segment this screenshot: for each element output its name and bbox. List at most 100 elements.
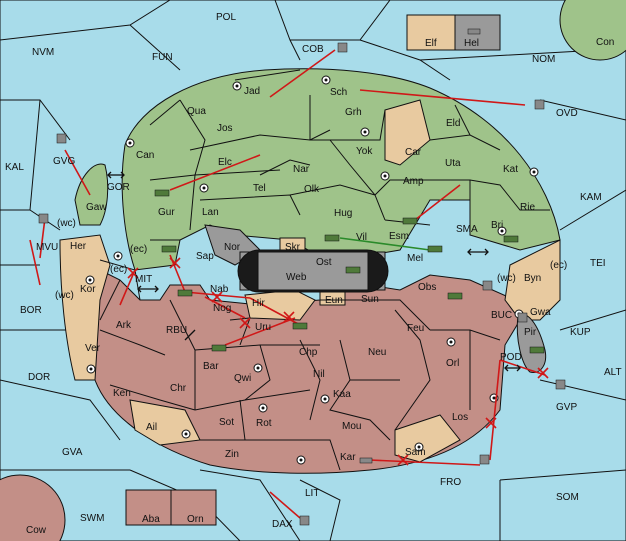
order-arrow — [269, 49, 336, 98]
byn-gwa-coast[interactable] — [504, 239, 561, 321]
cut-mark — [127, 257, 549, 466]
label-amp: Amp — [403, 176, 424, 187]
sc-marker — [258, 403, 268, 413]
label-gvg: GVG — [53, 156, 75, 167]
label-tel: Tel — [253, 183, 266, 194]
label-lit: LIT — [305, 488, 319, 499]
label-zin: Zin — [225, 449, 239, 460]
orders — [29, 49, 549, 519]
sc-marker — [86, 364, 96, 374]
label-sam: Sam — [405, 447, 426, 458]
sam-region[interactable] — [394, 414, 461, 463]
label-nil: Nil — [313, 369, 325, 380]
units[interactable] — [38, 28, 566, 526]
order-arrow — [499, 359, 546, 376]
label-gwa: Gwa — [530, 307, 551, 318]
tank-unit — [161, 245, 177, 253]
order-arrow — [204, 296, 246, 319]
label-ver: Ver — [85, 343, 101, 354]
cow-island[interactable] — [0, 474, 66, 541]
label-rbu: RBU — [166, 325, 187, 336]
aba-box[interactable] — [125, 489, 172, 526]
label-pir: Pir — [524, 327, 537, 338]
label-neu: Neu — [368, 347, 386, 358]
label-gor: GOR — [107, 182, 130, 193]
con-island[interactable] — [559, 0, 626, 61]
order-arrow — [184, 291, 251, 299]
label-feu: Feu — [407, 323, 424, 334]
label-elf: Elf — [425, 38, 437, 49]
pir-island[interactable] — [516, 313, 547, 374]
label-skr: Skr — [285, 242, 301, 253]
label-esm: Esm — [389, 231, 409, 242]
label-sch: Sch — [330, 87, 347, 98]
label-chr: Chr — [170, 383, 187, 394]
sc-marker — [360, 127, 370, 137]
her-ver-strip[interactable] — [59, 234, 111, 381]
label-olk: Olk — [304, 184, 320, 195]
tank-unit — [345, 266, 361, 274]
label-kup: KUP — [570, 327, 591, 338]
label-vil: Vil — [356, 232, 367, 243]
label-fro: FRO — [440, 477, 461, 488]
support-line — [339, 237, 431, 251]
label-ark: Ark — [116, 320, 132, 331]
label-kaa: Kaa — [333, 389, 351, 400]
label-byn: Byn — [524, 273, 541, 284]
order-arrow — [359, 89, 526, 106]
label-eld: Eld — [446, 118, 460, 129]
label-nom: NOM — [532, 54, 555, 65]
label-coast-wc: (wc) — [57, 218, 76, 229]
label-mvu: MVU — [36, 242, 58, 253]
order-arrow — [64, 149, 91, 196]
sc-marker — [181, 429, 191, 439]
label-lan: Lan — [202, 207, 219, 218]
label-dor: DOR — [28, 372, 50, 383]
tank-unit — [529, 346, 545, 354]
order-arrow — [119, 269, 136, 306]
sc-marker — [446, 337, 456, 347]
label-hir: Hir — [252, 298, 265, 309]
order-arrow — [169, 154, 261, 191]
orn-box[interactable] — [170, 489, 217, 526]
fleet-unit — [38, 213, 49, 224]
label-sot: Sot — [219, 417, 234, 428]
label-kal: KAL — [5, 162, 24, 173]
label-kor: Kor — [80, 284, 96, 295]
label-can: Can — [136, 150, 154, 161]
label-obs: Obs — [418, 282, 436, 293]
car-region[interactable] — [384, 99, 431, 166]
fleet-unit — [534, 99, 545, 110]
label-nvm: NVM — [32, 47, 54, 58]
label-bar: Bar — [203, 361, 219, 372]
label-los: Los — [452, 412, 468, 423]
label-ail: Ail — [146, 422, 157, 433]
label-sma: SMA — [456, 224, 478, 235]
label-cob: COB — [302, 44, 324, 55]
label-ken: Ken — [113, 388, 131, 399]
label-uta: Uta — [445, 158, 461, 169]
label-dax: DAX — [272, 519, 293, 530]
label-mit: MIT — [135, 274, 152, 285]
label-mou: Mou — [342, 421, 361, 432]
label-bri: Bri — [491, 220, 503, 231]
label-elc: Elc — [218, 157, 232, 168]
label-pod: POD — [500, 352, 522, 363]
label-pol: POL — [216, 12, 236, 23]
province-borders — [99, 69, 550, 471]
label-nar: Nar — [293, 164, 310, 175]
gaw-peninsula[interactable] — [74, 163, 109, 226]
label-qua: Qua — [187, 106, 206, 117]
sc-marker — [125, 138, 135, 148]
label-nab: Nab — [210, 284, 229, 295]
order-arrow — [269, 491, 301, 519]
label-cow: Cow — [26, 525, 47, 536]
fleet-unit — [56, 133, 67, 144]
tank-unit — [292, 322, 308, 330]
sc-marker — [320, 394, 330, 404]
label-nog: Nog — [213, 303, 231, 314]
tank-unit — [402, 217, 418, 225]
labels: POL NVM FUN COB NOM Con Elf Hel OVD KAL … — [5, 12, 622, 536]
label-yok: Yok — [356, 146, 373, 157]
label-gvp: GVP — [556, 402, 577, 413]
